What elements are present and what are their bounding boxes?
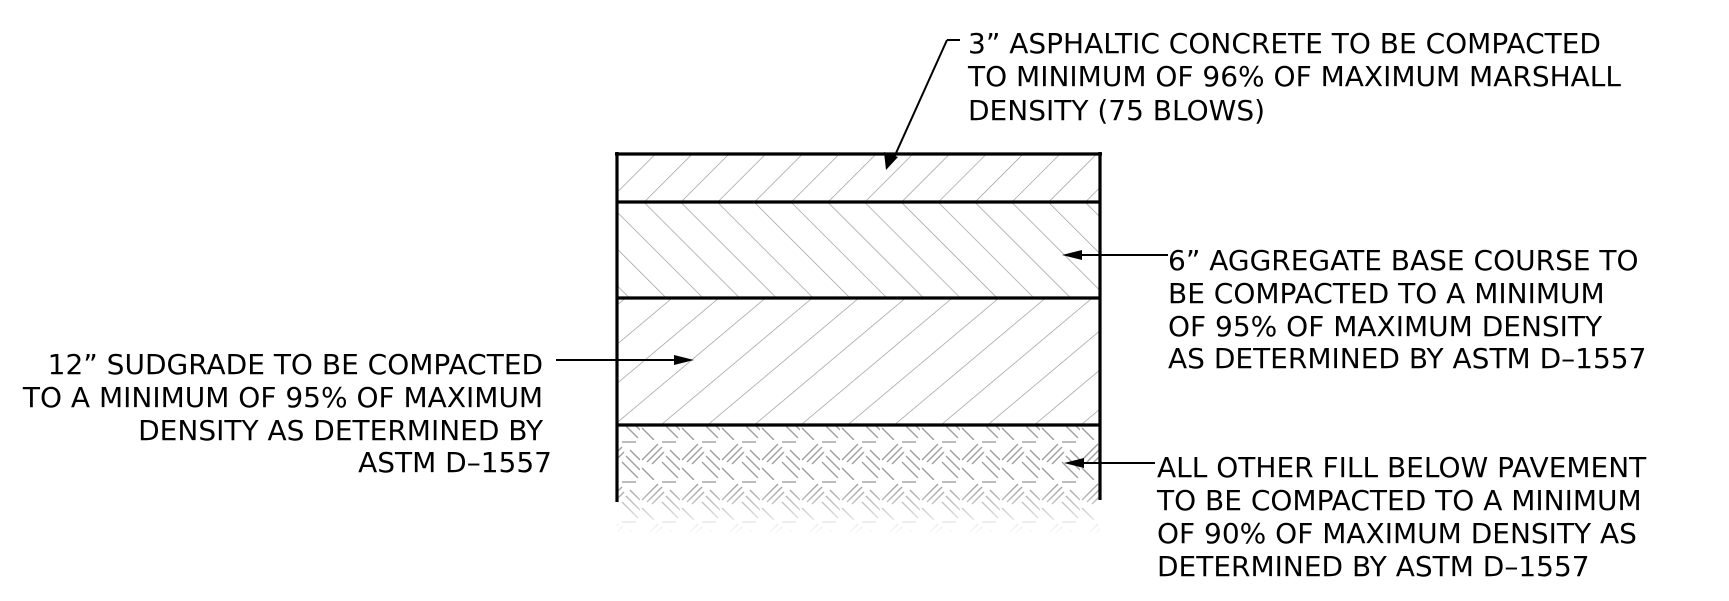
subgrade-arrowhead	[674, 355, 694, 365]
asphalt-arrowhead	[884, 152, 898, 170]
asphalt-leader	[891, 39, 960, 163]
subgrade-callout: 12” SUDGRADE TO BE COMPACTED TO A MINIMU…	[22, 348, 552, 479]
base-arrowhead	[1062, 250, 1082, 260]
fill-layer-fade	[610, 425, 1107, 535]
subgrade-layer	[617, 298, 1100, 425]
fill-callout: ALL OTHER FILL BELOW PAVEMENT TO BE COMP…	[1156, 451, 1655, 583]
aggregate-base-callout: 6” AGGREGATE BASE COURSE TO BE COMPACTED…	[1168, 244, 1647, 375]
asphalt-layer	[617, 154, 1100, 202]
asphalt-callout: 3” ASPHALTIC CONCRETE TO BE COMPACTED TO…	[967, 27, 1630, 127]
section-outline	[615, 152, 1102, 502]
fill-arrowhead	[1064, 458, 1084, 468]
aggregate-base-layer	[617, 202, 1100, 298]
